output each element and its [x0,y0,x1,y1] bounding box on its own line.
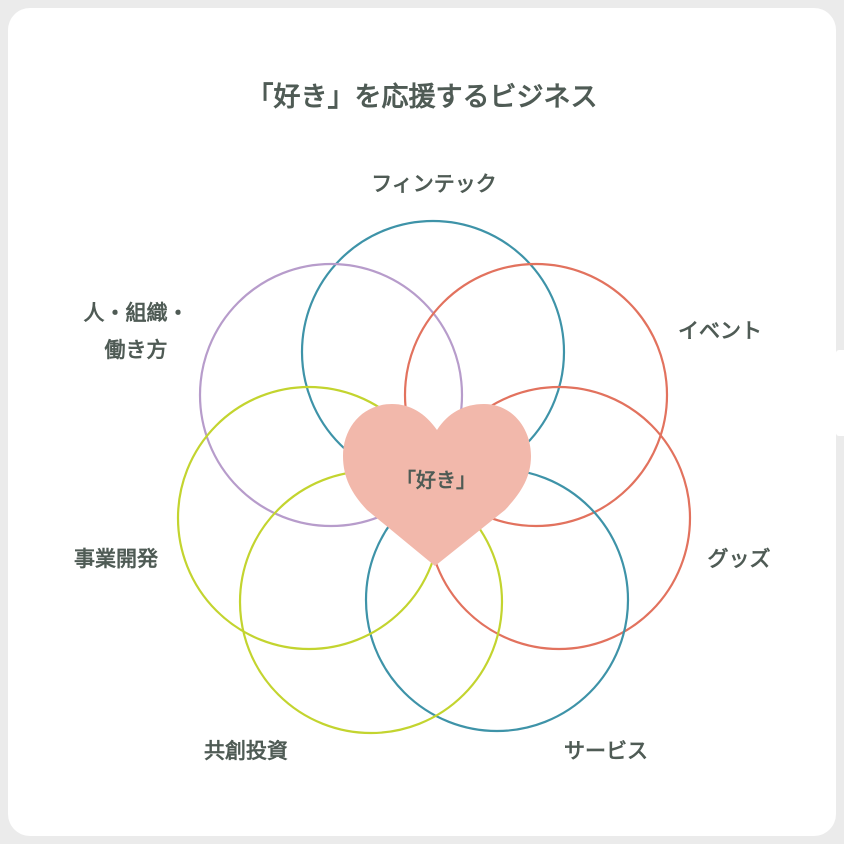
scrollbar-thumb[interactable] [836,350,844,436]
circle-event [403,262,669,528]
scrollbar-track-lower [836,436,844,844]
scrollbar-track-upper [836,0,844,350]
circle-people-org-workstyle [198,262,464,528]
heart-icon [343,404,531,566]
label-goods: グッズ [708,547,771,571]
diagram-title: 「好き」を応援するビジネス [247,81,598,113]
label-people-org-line2: 働き方 [104,338,168,362]
label-business-development: 事業開発 [74,547,159,571]
label-fintech: フィンテック [371,172,497,196]
label-service: サービス [564,739,648,763]
label-co-investment: 共創投資 [204,739,288,763]
center-label: 「好き」 [396,468,476,492]
label-event: イベント [678,319,762,343]
label-people-org-line1: 人・組織・ [84,301,189,325]
